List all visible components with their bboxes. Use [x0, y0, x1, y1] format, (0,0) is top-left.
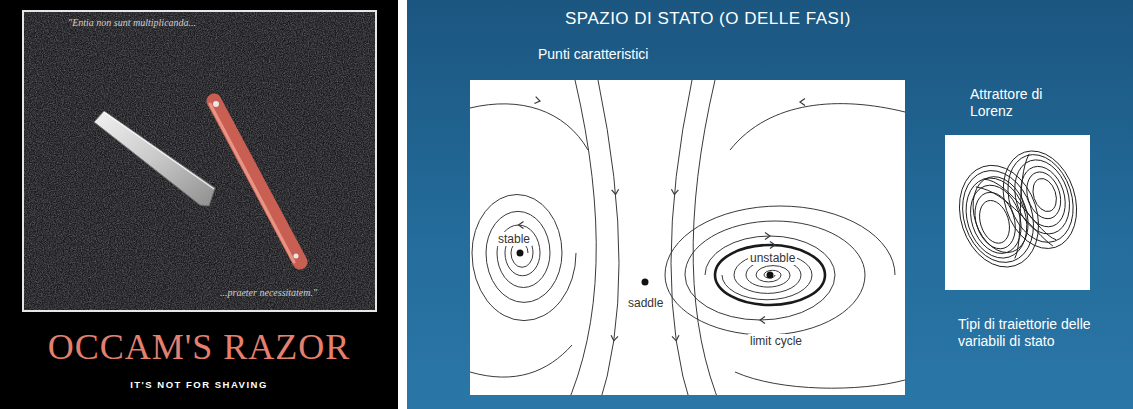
point-label: limit cycle — [748, 334, 804, 348]
latin-quote: "Entia non sunt multiplicanda... — [68, 17, 196, 29]
outer-spiral — [665, 206, 895, 335]
saddle-branch — [598, 80, 619, 395]
slide-panel: SPAZIO DI STATO (O DELLE FASI) Punti cara… — [407, 0, 1133, 409]
flow-line — [735, 372, 905, 388]
point-label: saddle — [626, 296, 665, 310]
razor-handle — [214, 101, 300, 262]
stable-point — [517, 250, 524, 257]
stable-spiral — [472, 195, 576, 321]
lorenz-attractor — [946, 141, 1090, 277]
point-label: unstable — [748, 251, 797, 265]
razor-pin — [213, 101, 219, 107]
poster-title: OCCAM'S RAZOR — [0, 326, 398, 369]
lorenz-ground — [945, 135, 1090, 290]
saddle-branch — [693, 80, 722, 395]
handle-highlight — [210, 104, 294, 262]
unstable-point — [767, 272, 774, 279]
velvet-ground — [24, 12, 375, 310]
flow-line — [470, 345, 572, 377]
razor-blade — [94, 111, 215, 206]
slide-title: SPAZIO DI STATO (O DELLE FASI) — [565, 9, 851, 29]
poster-subtitle: IT'S NOT FOR SHAVING — [0, 379, 398, 390]
flow-line — [730, 104, 905, 150]
limit-cycle — [715, 245, 825, 305]
saddle-branch — [671, 80, 692, 395]
poster-ground — [0, 0, 398, 409]
section-label: Punti caratteristici — [538, 46, 648, 63]
phase-plot-ground — [470, 80, 905, 395]
figure-label: Attrattore di Lorenz — [970, 86, 1074, 120]
flow-arrowheads — [519, 97, 806, 342]
saddle-point — [642, 279, 649, 286]
flow-line — [470, 104, 588, 150]
latin-quote: ...praeter necessitatem." — [220, 287, 317, 299]
blade-edge — [104, 112, 214, 189]
velvet-texture — [24, 12, 375, 310]
phase-plot-panel: stable saddle unstable limit cycle — [470, 80, 905, 395]
point-label: stable — [496, 232, 532, 246]
phase-portrait — [470, 80, 905, 395]
figure-caption: Tipi di traiettorie delle variabili di s… — [958, 316, 1092, 350]
poster-panel: OCCAM'S RAZOR IT'S NOT FOR SHAVING "Entia … — [0, 0, 398, 409]
razor-illustration — [94, 101, 300, 262]
slide-ground — [407, 0, 1133, 409]
poster-frame: "Entia non sunt multiplicanda... ...praet… — [22, 10, 377, 312]
razor-pin — [294, 254, 299, 259]
